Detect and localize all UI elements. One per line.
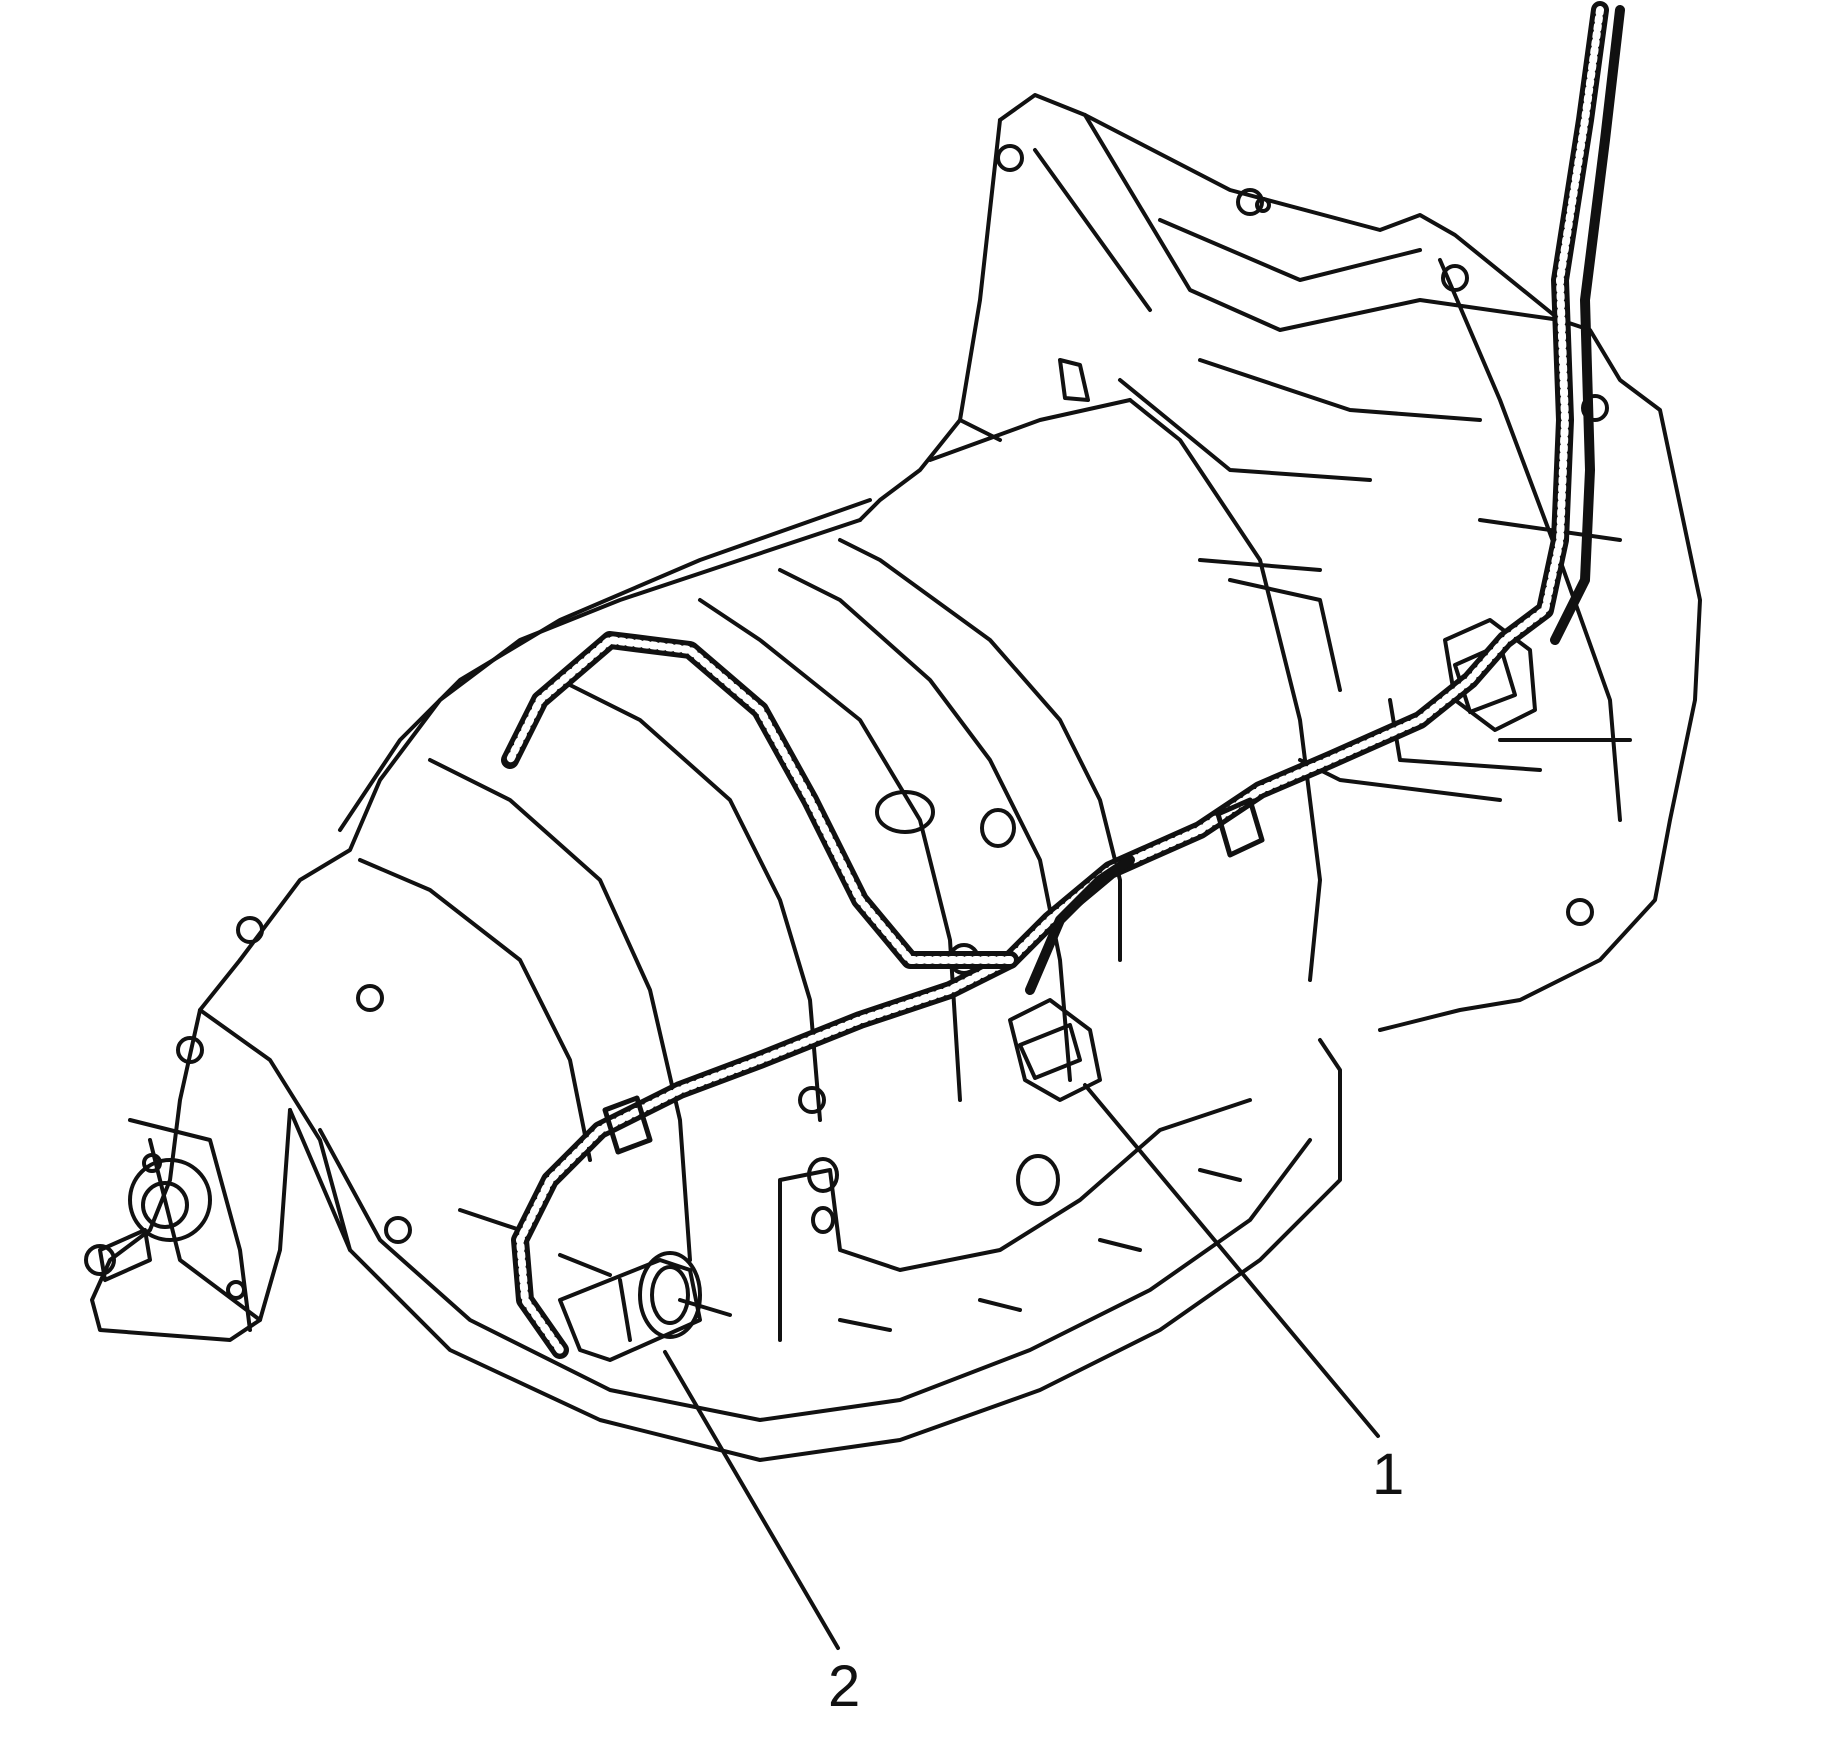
bell-housing-outline bbox=[998, 93, 1702, 1032]
callout-label-2: 2 bbox=[828, 1654, 861, 1719]
leader-line-2 bbox=[663, 1350, 840, 1650]
extension-housing-outline bbox=[90, 958, 292, 1342]
callout-label-1: 1 bbox=[1372, 1442, 1405, 1507]
oil-pan-outline bbox=[288, 1038, 1342, 1462]
leader-line-1 bbox=[1083, 1083, 1380, 1438]
connector-1 bbox=[1008, 998, 1102, 1102]
speed-sensor bbox=[558, 1258, 702, 1362]
